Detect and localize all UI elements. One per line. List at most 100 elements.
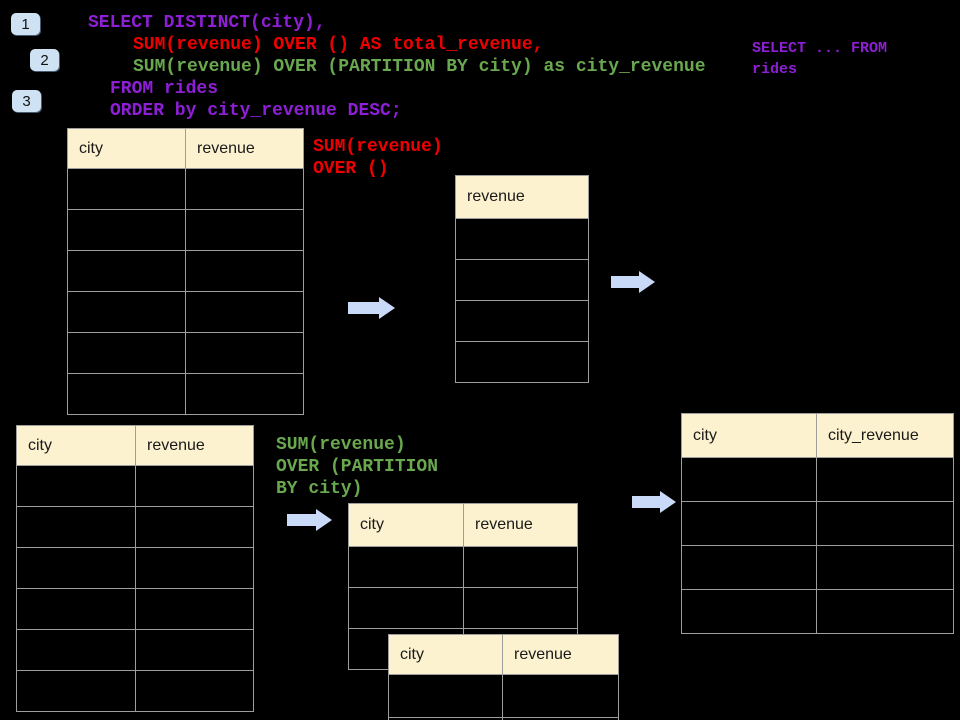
table-cell bbox=[185, 209, 304, 251]
table-cell bbox=[135, 629, 254, 671]
table-row bbox=[67, 250, 304, 292]
column-header-city: city bbox=[16, 425, 136, 466]
table-row bbox=[67, 291, 304, 333]
sql-line-city-revenue: SUM(revenue) OVER (PARTITION BY city) as… bbox=[133, 57, 706, 77]
table-cell bbox=[67, 332, 186, 374]
column-header-revenue: revenue bbox=[502, 634, 619, 675]
table-cell bbox=[67, 168, 186, 210]
table-cell bbox=[135, 547, 254, 589]
table-cell bbox=[135, 670, 254, 712]
table-row bbox=[67, 332, 304, 374]
table-cell bbox=[816, 589, 954, 634]
table-cell bbox=[455, 218, 589, 260]
annotation-sum-over-partition: SUM(revenue) OVER (PARTITION BY city) bbox=[276, 435, 439, 499]
table-row bbox=[16, 670, 254, 712]
table-cell bbox=[816, 501, 954, 546]
table-header-row: city revenue bbox=[348, 503, 578, 547]
table-row bbox=[16, 588, 254, 630]
table-total-revenue-result: revenue bbox=[455, 175, 589, 383]
table-row bbox=[16, 506, 254, 548]
column-header-revenue: revenue bbox=[135, 425, 254, 466]
table-cell bbox=[67, 250, 186, 292]
table-cell bbox=[816, 545, 954, 590]
table-cell bbox=[135, 588, 254, 630]
annotation-sum-over-all: SUM(revenue) OVER () bbox=[313, 137, 443, 179]
table-header-row: city revenue bbox=[67, 128, 304, 169]
column-header-city-revenue: city_revenue bbox=[816, 413, 954, 458]
sql-line-from: FROM rides bbox=[110, 79, 219, 99]
table-cell bbox=[502, 674, 619, 718]
table-cell bbox=[185, 332, 304, 374]
table-row bbox=[67, 168, 304, 210]
table-cell bbox=[681, 501, 817, 546]
table-cell bbox=[185, 250, 304, 292]
flow-arrow-right-icon bbox=[611, 276, 639, 288]
step-badge-3: 3 bbox=[12, 90, 41, 112]
step-badge-2: 2 bbox=[30, 49, 59, 71]
table-cell bbox=[388, 674, 503, 718]
column-header-city: city bbox=[681, 413, 817, 458]
table-cell bbox=[185, 373, 304, 415]
table-cell bbox=[67, 373, 186, 415]
table-header-row: city city_revenue bbox=[681, 413, 954, 458]
table-cell bbox=[681, 545, 817, 590]
table-row bbox=[348, 587, 578, 629]
table-cell bbox=[455, 300, 589, 342]
table-row bbox=[681, 457, 954, 502]
table-row bbox=[16, 547, 254, 589]
table-source-bottom: city revenue bbox=[16, 425, 254, 712]
table-cell bbox=[455, 341, 589, 383]
table-cell bbox=[16, 588, 136, 630]
table-cell bbox=[816, 457, 954, 502]
column-header-revenue: revenue bbox=[185, 128, 304, 169]
table-row bbox=[455, 341, 589, 383]
table-cell bbox=[185, 291, 304, 333]
table-row bbox=[16, 465, 254, 507]
side-note-select-from-rides: SELECT ... FROM rides bbox=[752, 40, 888, 78]
table-cell bbox=[16, 506, 136, 548]
table-header-row: city revenue bbox=[388, 634, 619, 675]
table-row bbox=[67, 373, 304, 415]
table-cell bbox=[681, 589, 817, 634]
table-row bbox=[455, 259, 589, 301]
table-cell bbox=[463, 546, 578, 588]
table-row bbox=[681, 589, 954, 634]
table-city-revenue-result: city city_revenue bbox=[681, 413, 954, 634]
table-row bbox=[455, 300, 589, 342]
table-cell bbox=[135, 506, 254, 548]
flow-arrow-right-icon bbox=[632, 496, 660, 508]
table-cell bbox=[455, 259, 589, 301]
step-badge-1: 1 bbox=[11, 13, 40, 35]
table-cell bbox=[67, 209, 186, 251]
table-cell bbox=[463, 587, 578, 629]
table-row bbox=[681, 545, 954, 590]
column-header-revenue: revenue bbox=[455, 175, 589, 219]
table-cell bbox=[16, 670, 136, 712]
column-header-city: city bbox=[348, 503, 464, 547]
table-cell bbox=[348, 587, 464, 629]
column-header-city: city bbox=[67, 128, 186, 169]
table-partition-group-2: city revenue bbox=[388, 634, 619, 720]
flow-arrow-right-icon bbox=[287, 514, 316, 526]
sql-line-select: SELECT DISTINCT(city), bbox=[88, 13, 326, 33]
table-row bbox=[16, 629, 254, 671]
table-cell bbox=[502, 717, 619, 720]
table-cell bbox=[681, 457, 817, 502]
table-row bbox=[388, 674, 619, 718]
table-row bbox=[348, 546, 578, 588]
table-header-row: city revenue bbox=[16, 425, 254, 466]
table-cell bbox=[16, 547, 136, 589]
table-row bbox=[681, 501, 954, 546]
sql-line-order-by: ORDER by city_revenue DESC; bbox=[110, 101, 402, 121]
flow-arrow-right-icon bbox=[348, 302, 379, 314]
table-cell bbox=[67, 291, 186, 333]
table-row bbox=[67, 209, 304, 251]
column-header-city: city bbox=[388, 634, 503, 675]
table-cell bbox=[135, 465, 254, 507]
table-header-row: revenue bbox=[455, 175, 589, 219]
table-row bbox=[388, 717, 619, 720]
table-source-top: city revenue bbox=[67, 128, 304, 415]
table-row bbox=[455, 218, 589, 260]
table-cell bbox=[185, 168, 304, 210]
